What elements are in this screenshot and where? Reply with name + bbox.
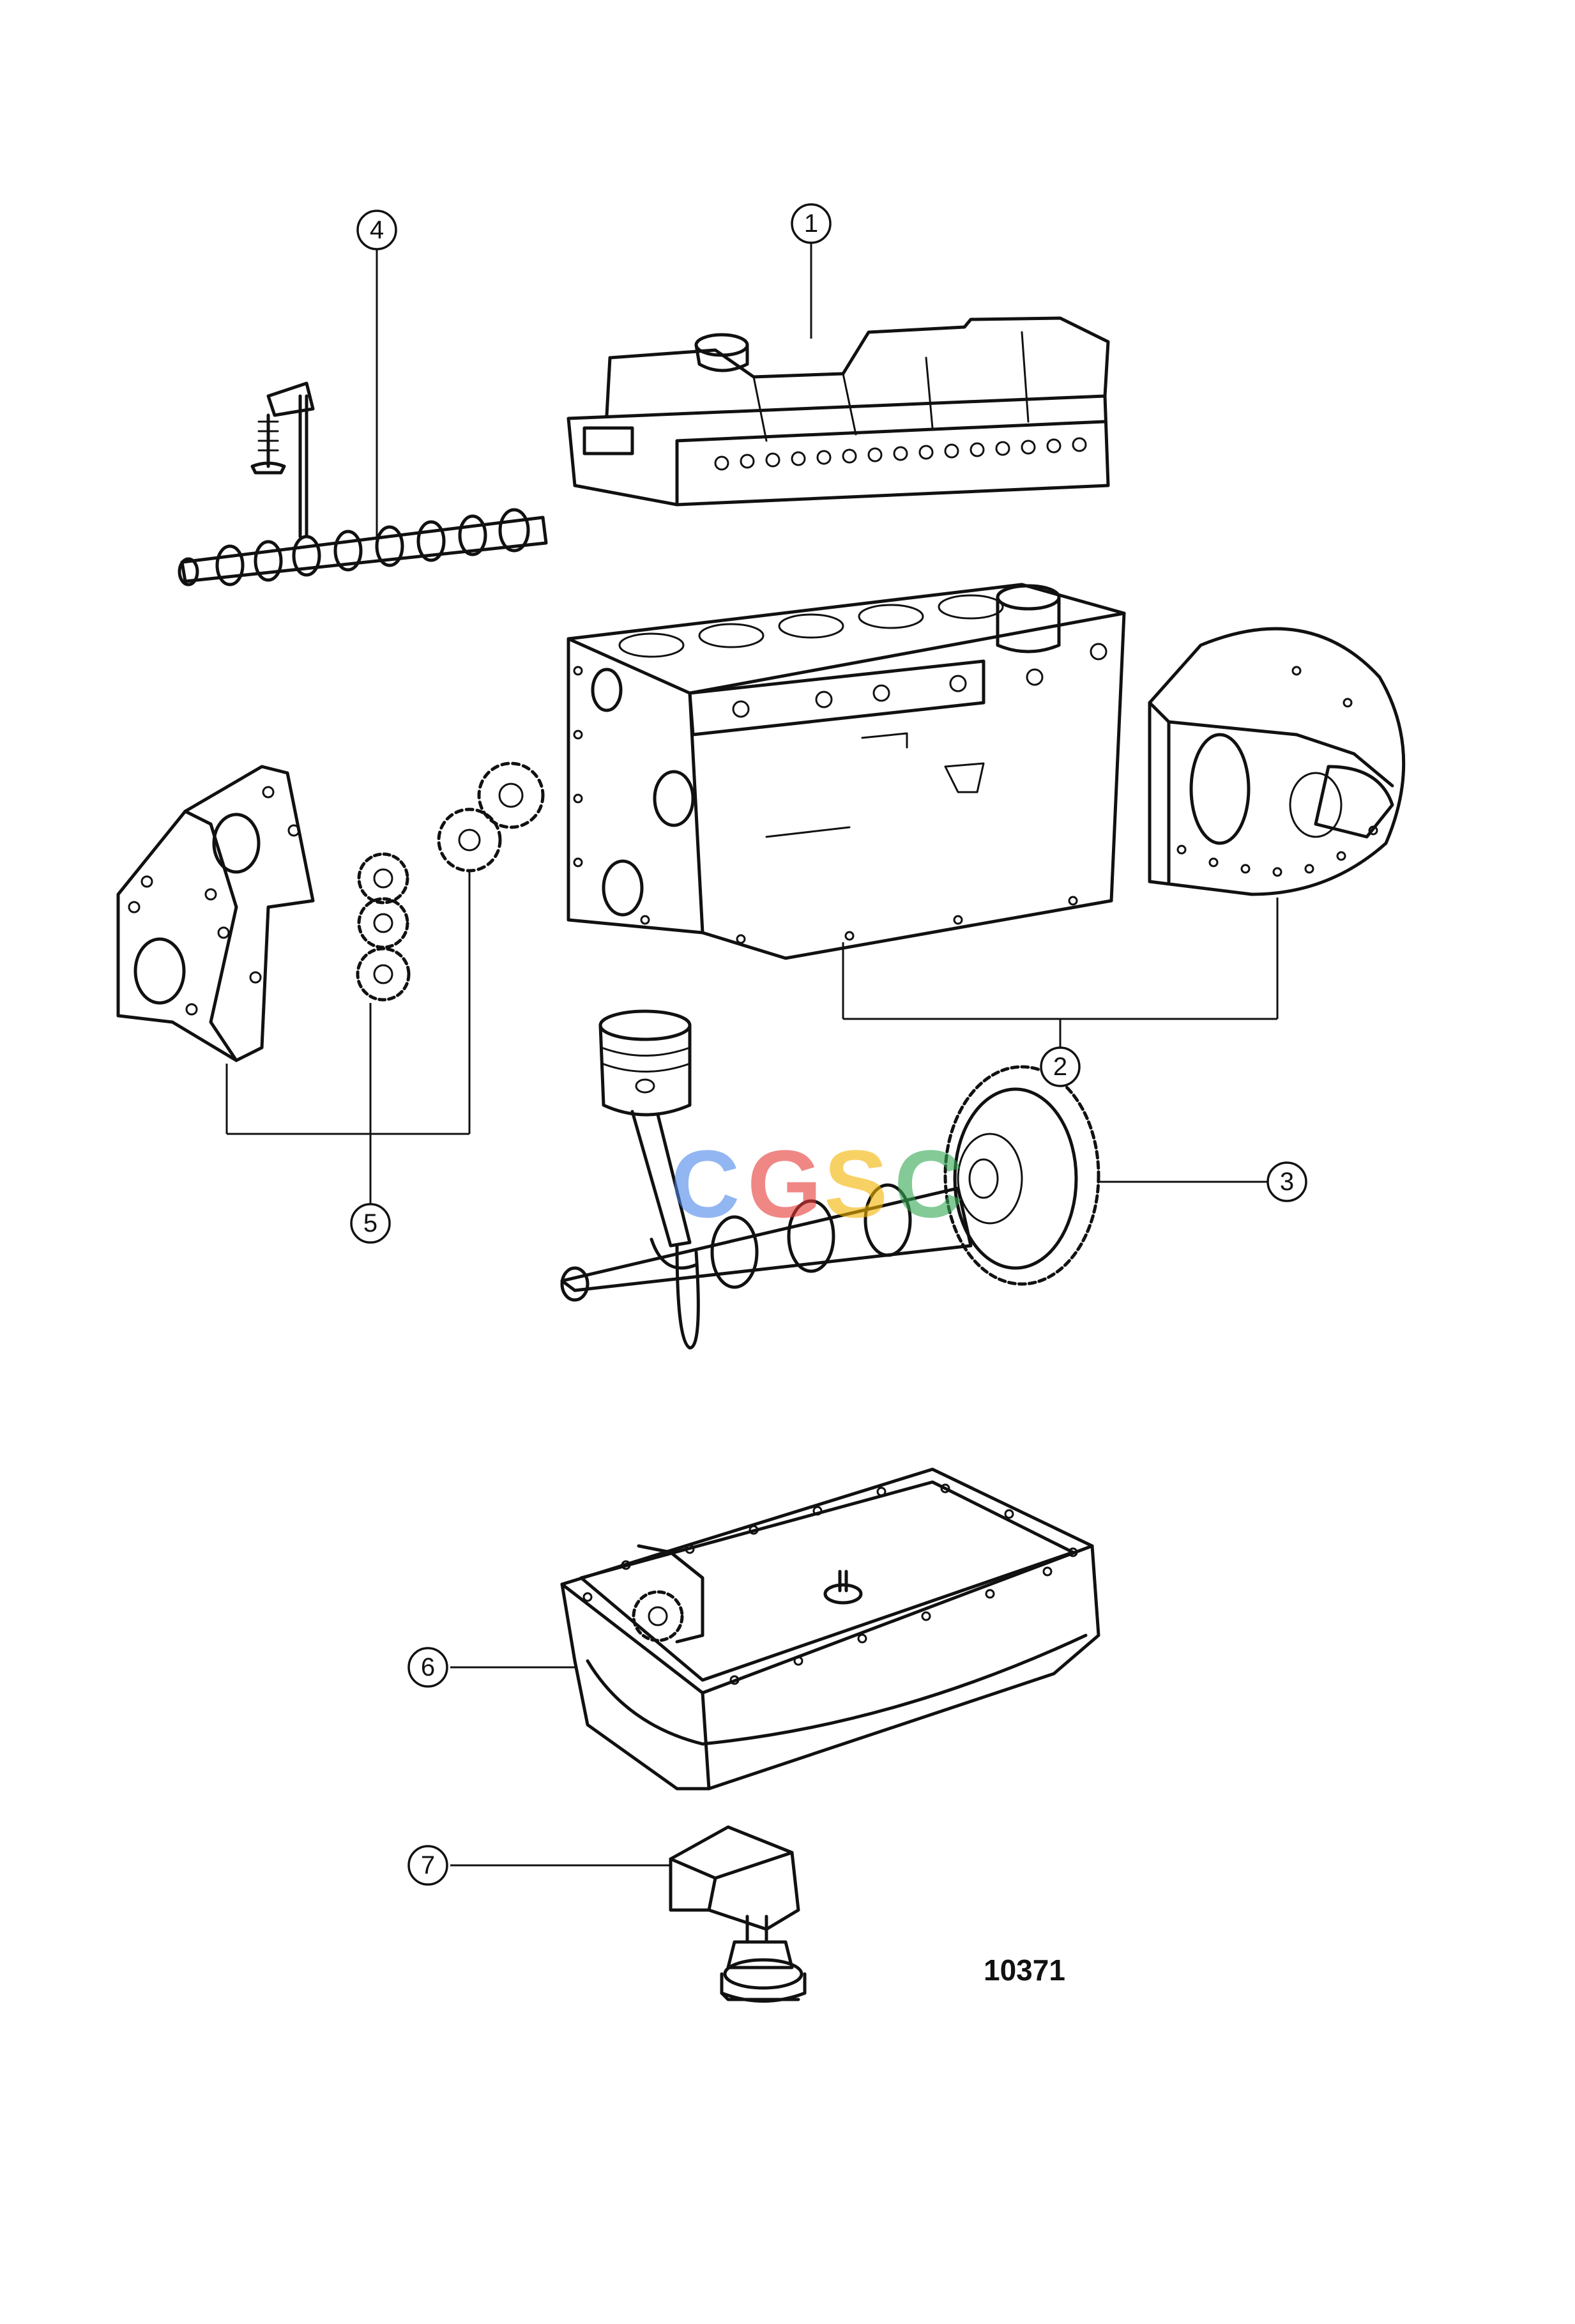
svg-text:7: 7 (421, 1851, 435, 1879)
watermark-letter: S (824, 1130, 888, 1237)
callout-5: 5 (350, 1203, 391, 1244)
watermark-logo: C G S C (671, 1130, 963, 1237)
callout-4: 4 (356, 210, 397, 250)
crankshaft-assembly (560, 1009, 1100, 1350)
timing-cover (116, 765, 315, 1062)
figure-number: 10371 (984, 1953, 1065, 1987)
svg-text:2: 2 (1053, 1053, 1067, 1081)
callout-7: 7 (407, 1845, 448, 1886)
callout-2: 2 (1040, 1046, 1081, 1087)
svg-text:6: 6 (421, 1653, 435, 1681)
callout-lines (225, 243, 1279, 1867)
timing-gears (356, 761, 545, 1002)
svg-text:4: 4 (370, 216, 384, 244)
svg-text:5: 5 (363, 1209, 377, 1237)
callout-3: 3 (1267, 1161, 1307, 1202)
svg-text:1: 1 (804, 210, 818, 238)
valve-cover (567, 316, 1110, 507)
watermark-letter: C (894, 1130, 963, 1237)
watermark-letter: C (671, 1130, 740, 1237)
flywheel-housing (1148, 627, 1406, 896)
engine-mount (669, 1825, 807, 2003)
camshaft-assembly (178, 381, 548, 586)
callout-6: 6 (407, 1647, 448, 1688)
watermark-letter: G (747, 1130, 822, 1237)
svg-text:3: 3 (1280, 1168, 1294, 1196)
oil-sump (560, 1467, 1100, 1791)
engine-block (567, 583, 1126, 960)
callout-1: 1 (791, 203, 832, 244)
